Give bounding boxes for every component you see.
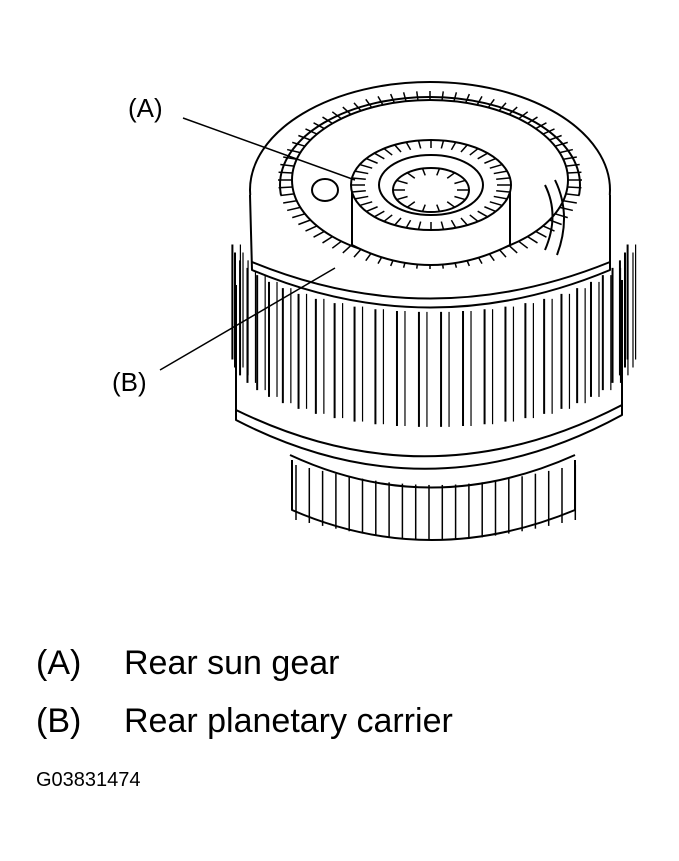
callout-label-b: (B) [112,367,147,397]
legend-item-b: (B) Rear planetary carrier [36,704,453,738]
callout-label-a: (A) [128,93,163,123]
bore-splines [393,168,469,212]
bottom-spline-teeth [295,465,577,540]
legend-text-a: Rear sun gear [124,644,340,682]
figure-code: G03831474 [36,769,141,791]
carrier-hole [311,178,339,202]
drum-bottom-rim [235,404,623,458]
legend-item-a: (A) Rear sun gear [36,646,339,680]
sun-gear-teeth [351,140,511,230]
legend-key-b: (B) [36,702,82,740]
legend-text-b: Rear planetary carrier [124,702,453,740]
gear-assembly-illustration [159,81,637,541]
leader-line-b [159,267,336,371]
leader-line-a [182,117,356,181]
drum-body [235,280,623,470]
carrier-slot [544,184,554,251]
drum-lower-rim [289,454,576,489]
legend-key-a: (A) [36,644,82,682]
drum-base [291,460,576,541]
clutch-plate-teeth [231,244,637,427]
